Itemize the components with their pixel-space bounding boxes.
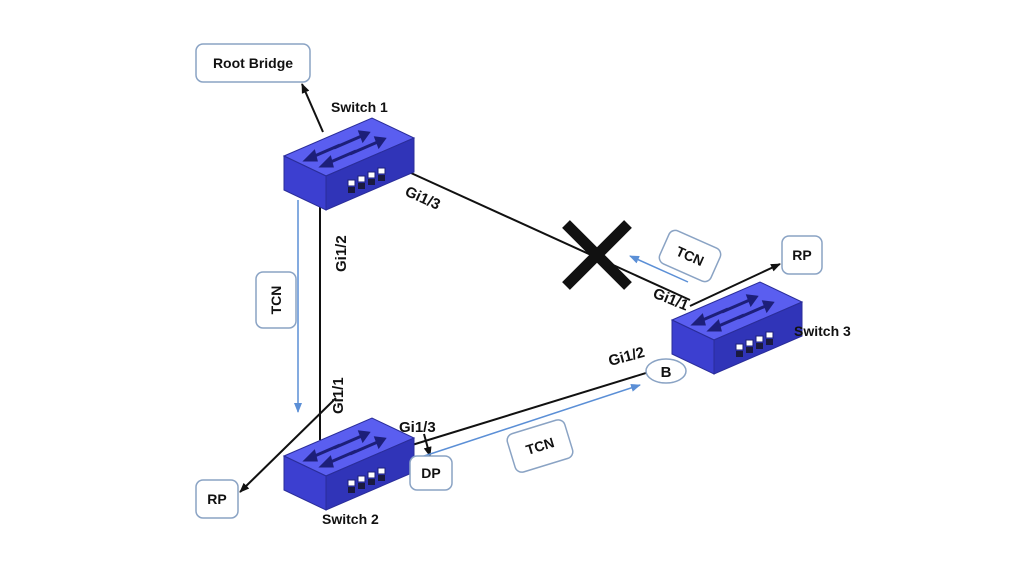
tcn-box-top-right: TCN [658, 229, 722, 283]
link-s2-s3 [411, 364, 673, 446]
arrow-rp-s2 [239, 397, 337, 493]
port-s1-gi13: Gi1/3 [402, 183, 442, 213]
switch-3-name: Switch 3 [794, 323, 851, 339]
arrow-dp-s2 [423, 433, 432, 457]
port-s1-gi12: Gi1/2 [333, 235, 350, 272]
root-bridge-label: Root Bridge [213, 55, 293, 71]
link-s1-s3 [399, 167, 691, 301]
switch-1-icon [282, 116, 416, 212]
tcn-label-left: TCN [268, 286, 284, 315]
tcn-box-left: TCN [255, 271, 297, 329]
arrow-rp-s3 [689, 263, 781, 307]
switch-3-icon [670, 280, 804, 376]
dp-label-s2: DP [421, 465, 440, 481]
rp-box-s2: RP [195, 479, 239, 519]
failed-link-x-mark [562, 220, 632, 290]
blocked-port-label: B [661, 364, 672, 381]
rp-label-s3: RP [792, 247, 811, 263]
switch-1-name: Switch 1 [331, 99, 388, 115]
arrow-to-root-bridge [301, 83, 324, 133]
root-bridge-box: Root Bridge [195, 43, 311, 83]
port-s2-gi13: Gi1/3 [399, 419, 436, 436]
dp-box-s2: DP [409, 455, 453, 491]
tcn-arrow-bottom [411, 384, 641, 461]
port-s3-gi12: Gi1/2 [607, 344, 647, 370]
blocked-port-marker: B [645, 358, 687, 384]
tcn-box-bottom: TCN [506, 419, 574, 473]
port-s3-gi11: Gi1/1 [651, 285, 691, 315]
port-s2-gi11: Gi1/1 [330, 377, 347, 414]
tcn-arrow-top-right [629, 255, 689, 283]
switch-2-icon [282, 416, 416, 512]
rp-label-s2: RP [207, 491, 226, 507]
rp-box-s3: RP [781, 235, 823, 275]
switch-2-name: Switch 2 [322, 511, 379, 527]
